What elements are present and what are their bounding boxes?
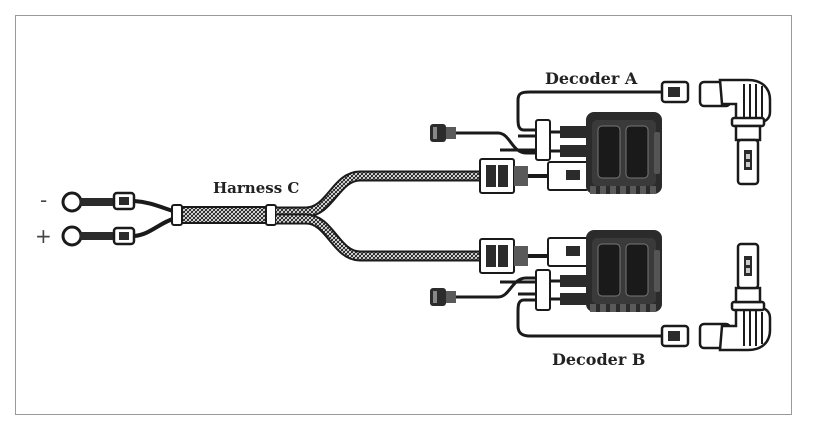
bulb-plug-b <box>660 324 690 348</box>
aux-connector-lower <box>547 237 589 267</box>
ring-terminal-negative <box>61 191 114 213</box>
led-bulb-a <box>698 78 772 186</box>
decoder-a-label: Decoder A <box>545 69 638 88</box>
socket-plug-upper <box>430 124 456 142</box>
fuse-holder-negative <box>112 191 136 211</box>
grommet-lower <box>535 269 551 311</box>
bulb-plug-a <box>660 80 690 104</box>
ring-terminal-positive <box>61 225 114 247</box>
grommet-upper <box>535 119 551 161</box>
decoder-b <box>585 229 663 313</box>
plus-sign: + <box>35 224 52 248</box>
decoder-a-leads <box>550 126 586 157</box>
decoder-a <box>585 111 663 195</box>
decoder-b-label: Decoder B <box>552 350 645 369</box>
aux-connector-upper <box>547 161 589 191</box>
main-connector-upper <box>479 158 529 194</box>
lead-wire-positive <box>133 216 177 238</box>
minus-sign: - <box>40 188 47 212</box>
lead-wire-negative <box>133 199 177 214</box>
decoder-b-leads <box>550 275 586 305</box>
main-connector-lower <box>479 238 529 274</box>
harness-c <box>171 170 484 262</box>
harness-c-label: Harness C <box>213 179 299 197</box>
led-bulb-b <box>698 242 772 352</box>
fuse-holder-positive <box>112 226 136 246</box>
socket-plug-lower <box>430 288 456 306</box>
